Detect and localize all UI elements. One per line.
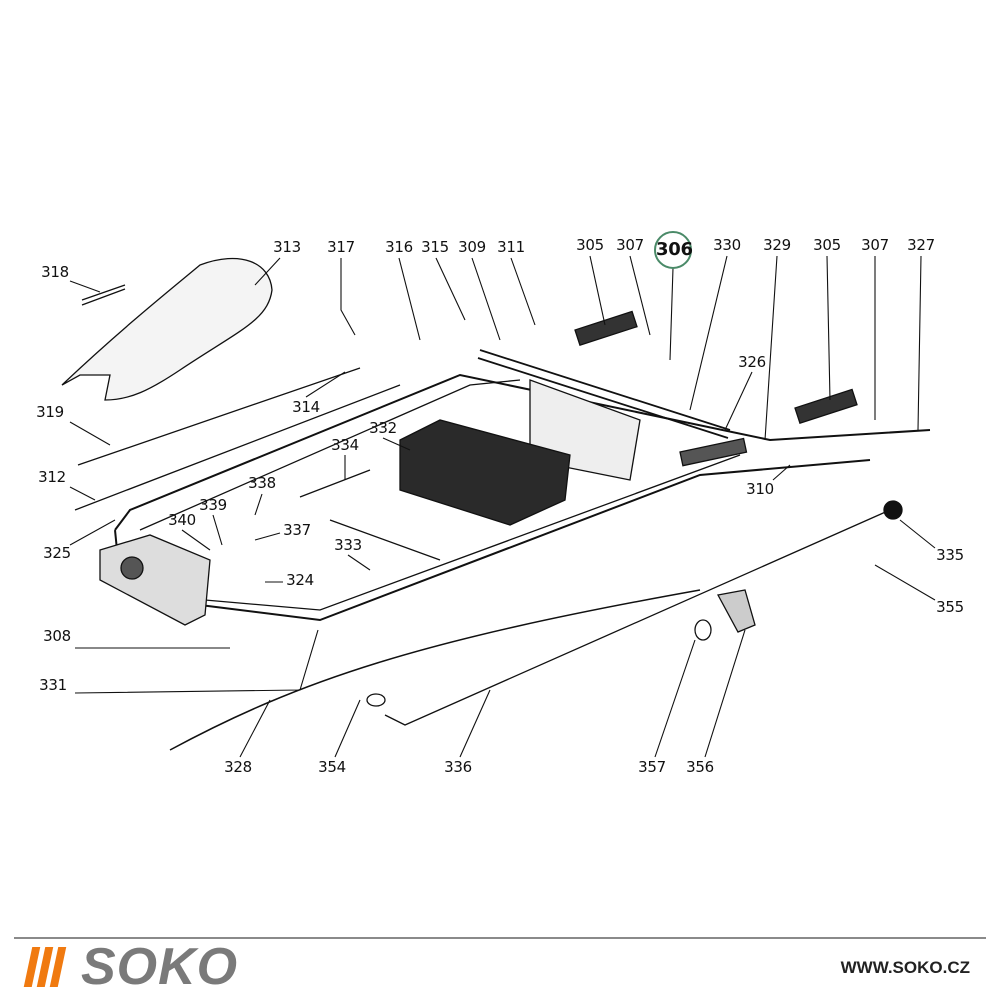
part-label: 330 — [713, 236, 741, 254]
clip-part — [81, 284, 126, 306]
part-label: 307 — [861, 236, 889, 254]
part-label: 314 — [292, 398, 320, 416]
bracket-356 — [717, 589, 756, 633]
logo-stripe — [49, 947, 67, 987]
rod-312 — [74, 384, 401, 511]
washer-354 — [366, 693, 386, 707]
part-label: 305 — [576, 236, 604, 254]
part-label: 336 — [444, 758, 472, 776]
part-label: 313 — [273, 238, 301, 256]
rod-319 — [77, 367, 361, 466]
logo-text: SOKO — [81, 938, 239, 996]
highlighted-part-label[interactable]: 306 — [654, 231, 693, 269]
part-label: 332 — [369, 419, 397, 437]
part-label: 331 — [39, 676, 67, 694]
part-label: 316 — [385, 238, 413, 256]
part-label: 333 — [334, 536, 362, 554]
plate-334 — [299, 469, 441, 561]
front-bracket — [99, 534, 211, 626]
part-label: 339 — [199, 496, 227, 514]
part-label: 312 — [38, 468, 66, 486]
footer-divider — [14, 937, 986, 939]
knob-335 — [883, 500, 903, 520]
part-label: 315 — [421, 238, 449, 256]
crossbar-330 — [477, 349, 731, 439]
part-label: 317 — [327, 238, 355, 256]
part-label: 318 — [41, 263, 69, 281]
grip-305-right — [794, 388, 858, 425]
lamp-hole — [120, 556, 144, 580]
cable-336 — [384, 509, 891, 726]
part-label: 319 — [36, 403, 64, 421]
website-link[interactable]: WWW.SOKO.CZ — [840, 958, 970, 977]
part-label: 310 — [746, 480, 774, 498]
part-label: 335 — [936, 546, 964, 564]
part-label: 334 — [331, 436, 359, 454]
part-label: 325 — [43, 544, 71, 562]
part-label: 355 — [936, 598, 964, 616]
part-label: 340 — [168, 511, 196, 529]
part-label: 337 — [283, 521, 311, 539]
part-label: 309 — [458, 238, 486, 256]
battery-box-332 — [399, 419, 571, 526]
part-label: 324 — [286, 571, 314, 589]
part-label: 307 — [616, 236, 644, 254]
part-label: 329 — [763, 236, 791, 254]
part-label: 356 — [686, 758, 714, 776]
part-label: 354 — [318, 758, 346, 776]
part-label: 305 — [813, 236, 841, 254]
leader-lines — [69, 255, 936, 758]
grip-305-left — [574, 310, 638, 347]
tube-326 — [679, 437, 748, 467]
windshield-part — [61, 257, 273, 401]
parts-diagram: 318 313 317 316 315 309 311 305 307 306 … — [36, 231, 964, 776]
part-label: 326 — [738, 353, 766, 371]
part-label: 338 — [248, 474, 276, 492]
fender-328 — [169, 589, 701, 751]
soko-logo[interactable]: SOKO — [23, 938, 238, 996]
frame-inner — [139, 379, 741, 611]
washer-357 — [694, 619, 712, 641]
part-label: 328 — [224, 758, 252, 776]
part-label: 311 — [497, 238, 525, 256]
part-label: 308 — [43, 627, 71, 645]
part-label: 357 — [638, 758, 666, 776]
frame-drawing — [61, 255, 936, 758]
part-label: 327 — [907, 236, 935, 254]
